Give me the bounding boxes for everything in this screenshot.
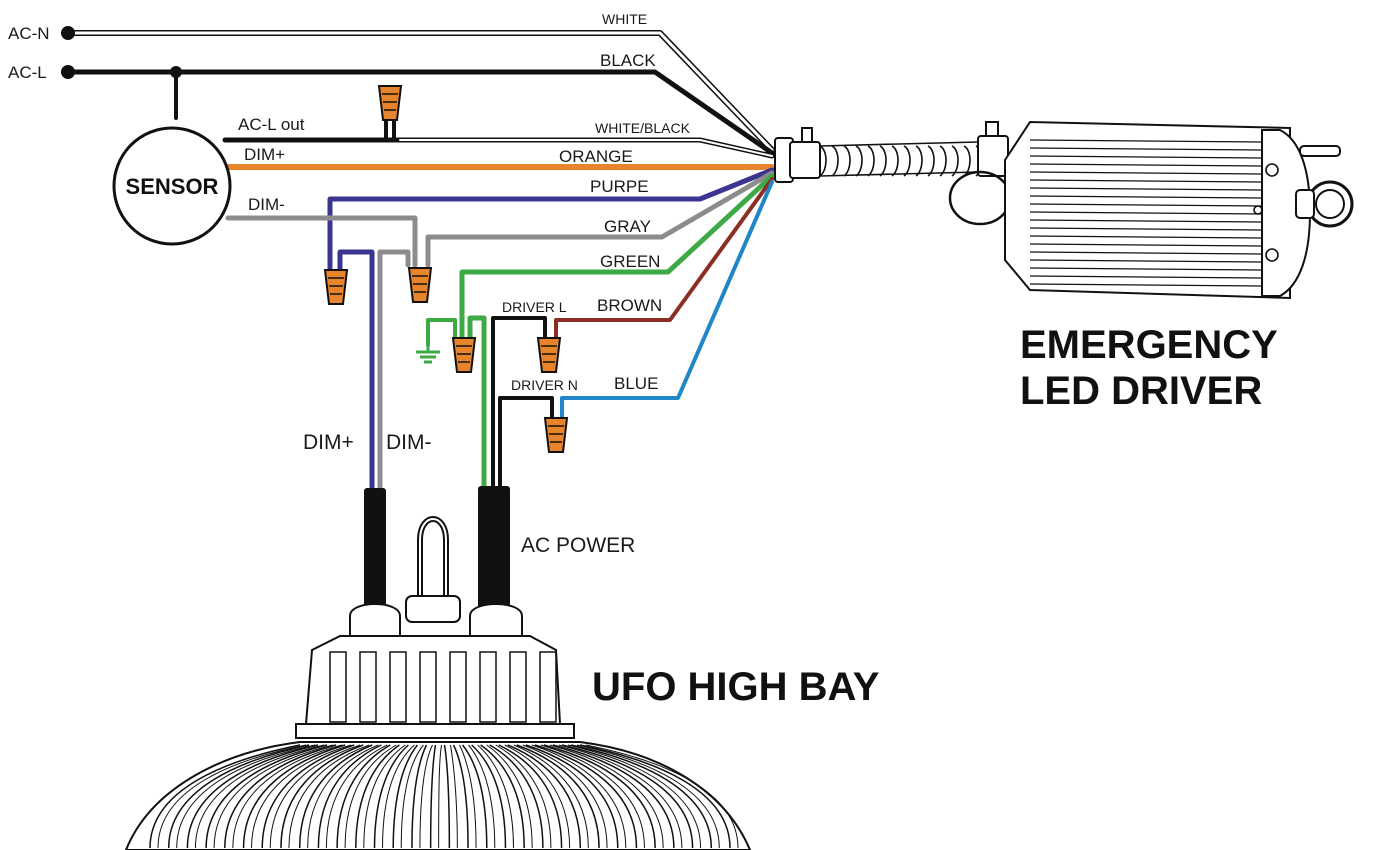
ac-n-wire [65,30,775,153]
green-label: GREEN [600,252,660,271]
gray-fixture-wire [377,249,411,495]
blue-wire [560,180,774,422]
white-label: WHITE [602,11,647,27]
purple-fixture-wire [337,249,375,495]
ufo-high-bay-fixture [124,516,752,850]
brown-label: BROWN [597,296,662,315]
brown-wire [554,177,774,342]
wire-nut-5 [536,337,562,373]
sensor-label: SENSOR [126,174,219,199]
ufo-high-bay-label: UFO HIGH BAY [592,665,880,709]
purple-wire [327,167,775,271]
fixture-cables [364,486,510,618]
fixture-dim-minus-label: DIM- [386,431,432,454]
ac-n-terminal [61,26,75,40]
wire-nut-1 [377,85,403,121]
ground-icon [416,345,440,364]
green-fixture-wire [467,315,487,495]
wire-nut-3 [407,267,433,303]
wire-nut-4 [451,337,477,373]
driver-l-wire [491,316,547,494]
ac-l-out-label: AC-L out [238,115,305,134]
ac-l-label: AC-L [8,63,47,82]
sensor-dim-plus-label: DIM+ [244,145,285,164]
ac-power-label: AC POWER [521,534,635,557]
ac-l-terminal [61,65,75,79]
ac-l-wire [65,69,775,156]
wire-nut-6 [543,417,569,453]
driver-l-label: DRIVER L [502,299,567,315]
driver-n-wire [498,396,554,494]
orange-label: ORANGE [559,147,633,166]
green-wire [459,173,775,343]
gray-wire [225,215,418,268]
fixture-dim-plus-label: DIM+ [303,431,354,454]
ac-n-label: AC-N [8,24,50,43]
purple-label: PURPE [590,177,649,196]
driver-n-label: DRIVER N [511,377,578,393]
white-black-wire [222,137,775,159]
gray-wire-driver [425,170,775,268]
sensor-body [112,126,232,246]
flex-conduit [774,121,1009,183]
black-label: BLACK [600,51,656,70]
emergency-label-line1: EMERGENCY [1020,323,1278,367]
emergency-label-line2: LED DRIVER [1020,369,1262,413]
gray-label: GRAY [604,217,651,236]
wire-nut-2 [323,269,349,305]
white-black-label: WHITE/BLACK [595,120,691,136]
blue-label: BLUE [614,374,658,393]
sensor-dim-minus-label: DIM- [248,195,285,214]
green-ground-wire [426,318,457,347]
emergency-driver-box [948,120,1354,300]
